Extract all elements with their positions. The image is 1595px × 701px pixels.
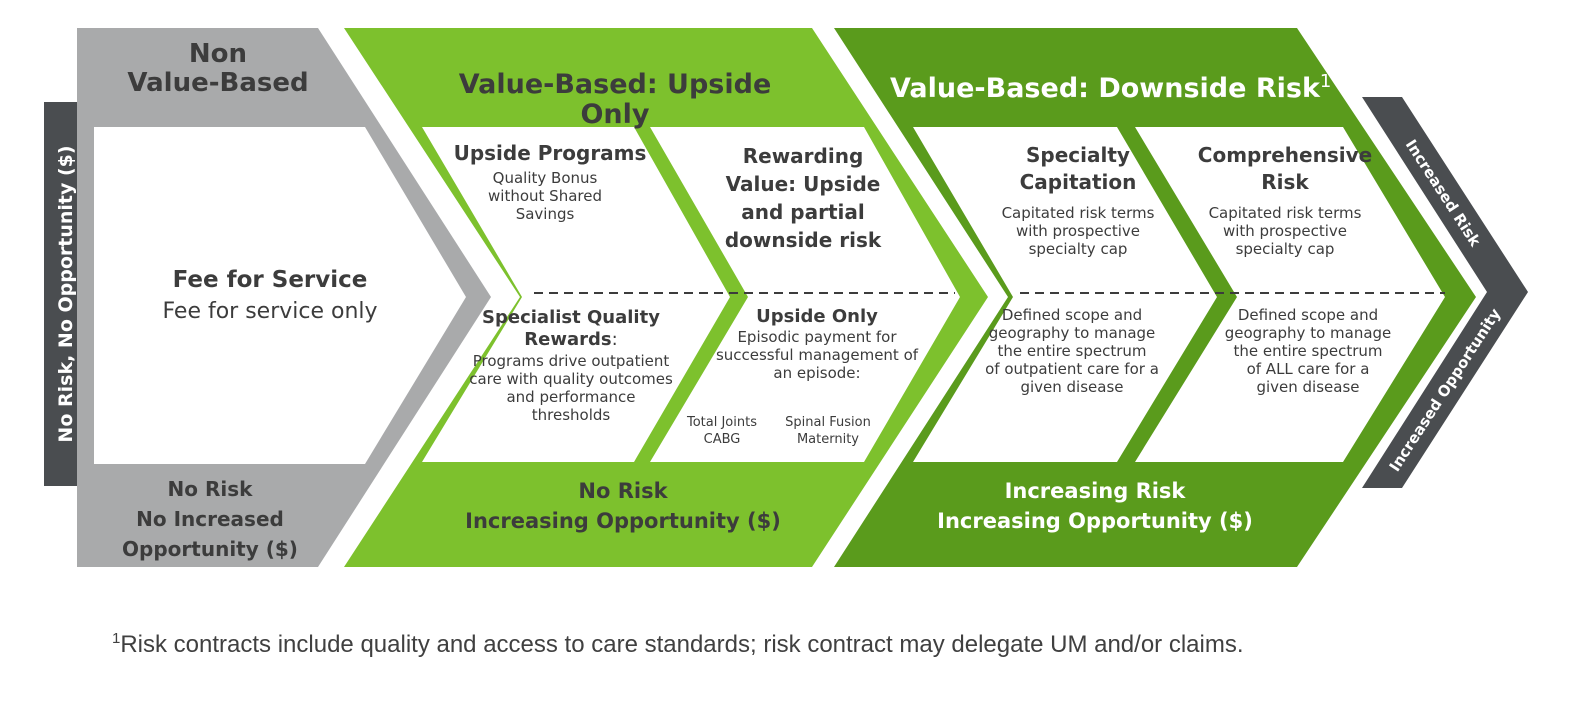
downside-footer: Increasing Risk Increasing Opportunity (… — [937, 479, 1253, 534]
specialty-scope-block: Defined scope and geography to manage th… — [985, 306, 1159, 396]
footnote: 1Risk contracts include quality and acce… — [112, 630, 1244, 658]
comprehensive-scope-block: Defined scope and geography to manage th… — [1224, 306, 1392, 396]
downside-title: Value-Based: Downside Risk1 — [890, 71, 1332, 104]
upside-footer: No Risk Increasing Opportunity ($) — [465, 479, 781, 534]
non-value-footer: No Risk No Increased Opportunity ($) — [122, 477, 298, 561]
upside-programs-block: Upside Programs Quality Bonus without Sh… — [453, 141, 647, 224]
left-bar-label: No Risk, No Opportunity ($) — [55, 145, 77, 443]
upside-panel-left — [422, 127, 730, 462]
comprehensive-risk-block: Comprehensive Risk Capitated risk terms … — [1197, 143, 1373, 258]
example-total-joints: Total Joints CABG — [686, 415, 757, 447]
non-value-white-panel — [94, 127, 466, 464]
downside-panel-right — [1135, 127, 1445, 462]
non-value-title: Non Value-Based — [127, 39, 309, 99]
example-spinal-fusion: Spinal Fusion Maternity — [785, 415, 871, 447]
upside-panel-right — [650, 127, 960, 462]
specialist-quality-block: Specialist Quality Rewards: Programs dri… — [469, 307, 673, 425]
upside-title: Value-Based: Upside Only — [458, 69, 772, 131]
right-risk-arrow — [1362, 97, 1528, 488]
downside-panel-left — [913, 127, 1217, 462]
fee-for-service-block: Fee for Service Fee for service only — [150, 267, 390, 324]
specialty-capitation-block: Specialty Capitation Capitated risk term… — [1001, 143, 1155, 258]
fee-for-service-text: Fee for service only — [162, 298, 378, 324]
upside-only-block: Upside Only Episodic payment for success… — [715, 306, 919, 383]
fee-for-service-title: Fee for Service — [172, 267, 368, 293]
rewarding-value-block: Rewarding Value: Upside and partial down… — [724, 144, 882, 252]
